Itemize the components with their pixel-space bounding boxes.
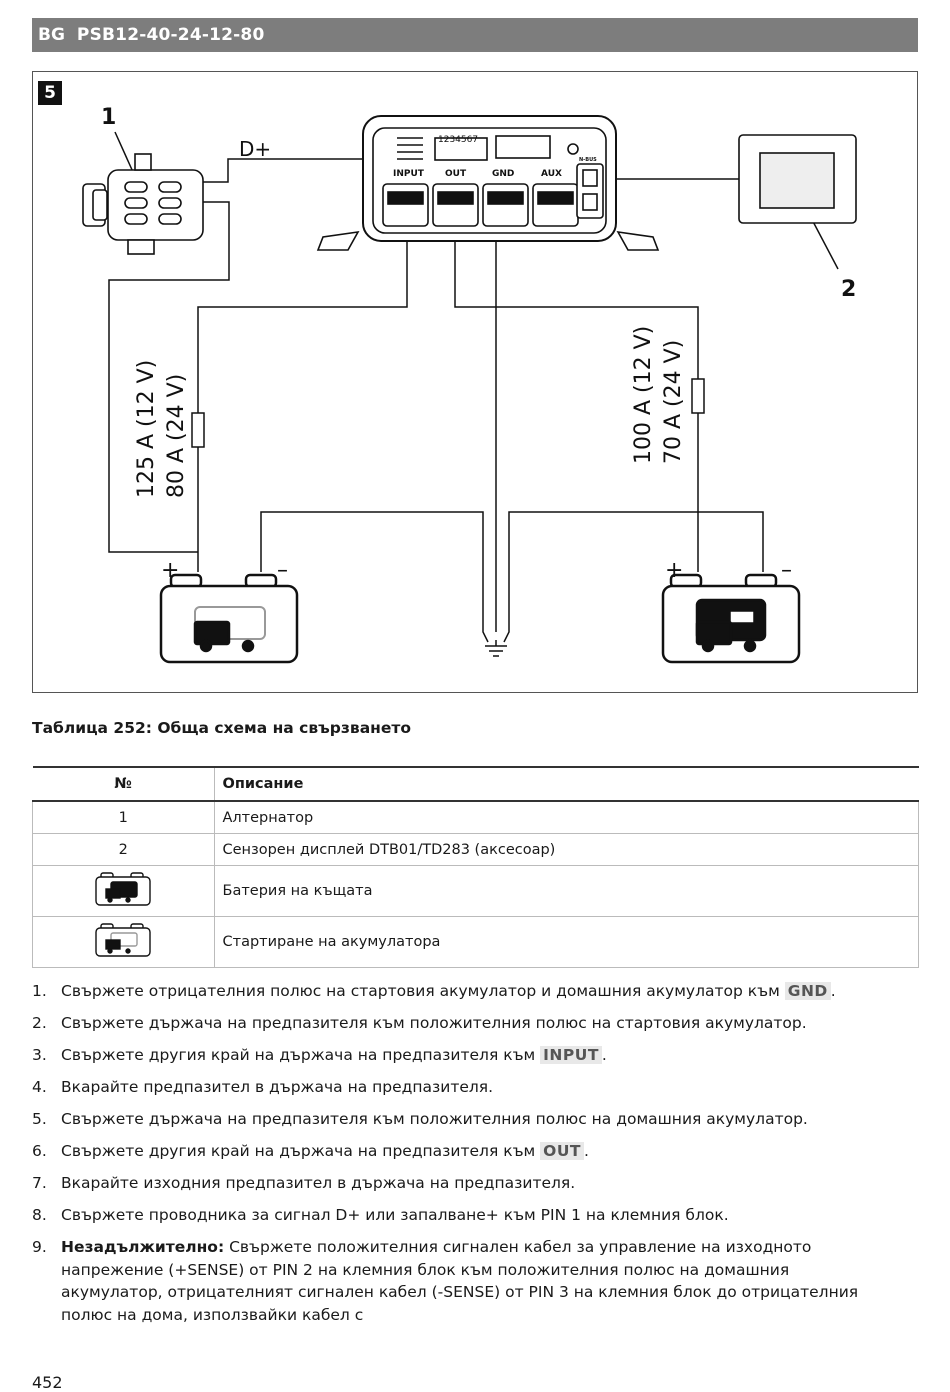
left-fuse-icon: [191, 412, 205, 448]
starter-battery-icon: [95, 923, 151, 957]
list-item: 2.Свържете държача на предпазителя към п…: [32, 1014, 807, 1032]
list-item: 4.Вкарайте предпазител в държача на пред…: [32, 1078, 494, 1096]
table-caption: Таблица 252: Обща схема на свързването: [32, 719, 412, 737]
row-icon-cell: [32, 916, 215, 968]
model-number: PSB12-40-24-12-80: [76, 25, 265, 45]
instruction-steps: 1.Свържете отрицателния полюс на стартов…: [32, 980, 892, 1336]
page-number: 452: [32, 1373, 63, 1392]
page-header: BG PSB12-40-24-12-80: [32, 18, 918, 52]
port-out-label: OUT: [445, 169, 467, 179]
table-row: Стартиране на акумулатора: [32, 916, 919, 968]
right-fuse-rating-12v: 100 A (12 V): [631, 326, 656, 464]
list-item: 7.Вкарайте изходния предпазител в държач…: [32, 1174, 576, 1192]
touch-display-icon: [738, 134, 857, 224]
row-description: Батерия на къщата: [214, 865, 919, 917]
list-item: 6.Свържете другия край на държача на пре…: [32, 1142, 589, 1160]
right-plus-label: +: [665, 558, 683, 583]
table-row: 2 Сензорен дисплей DTB01/TD283 (аксесоар…: [32, 833, 919, 866]
list-item: 9.Незадължително: Свържете положителния …: [32, 1238, 859, 1324]
header-description: Описание: [214, 766, 919, 802]
row-number: 1: [32, 801, 215, 834]
port-input-label: INPUT: [393, 169, 425, 179]
left-fuse-rating-12v: 125 A (12 V): [134, 360, 159, 498]
right-minus-label: –: [781, 558, 792, 583]
table-header-row: № Описание: [32, 766, 919, 802]
port-aux-label: AUX: [541, 169, 562, 179]
dip-switch-numbers: 1234567: [438, 135, 478, 145]
port-gnd-label: GND: [492, 169, 514, 179]
alternator-output-wire: [108, 201, 230, 553]
wiring-diagram-svg: 1 2 D+ 1234567 INPUT OUT GND AUX N-BUS 1…: [82, 105, 857, 664]
list-item: 8.Свържете проводника за сигнал D+ или з…: [32, 1206, 729, 1224]
list-item: 3.Свържете другия край на държача на пре…: [32, 1046, 607, 1064]
optional-label: Незадължително:: [61, 1238, 225, 1256]
language-code: BG: [38, 25, 65, 45]
house-battery-icon: [95, 872, 151, 906]
left-minus-label: –: [277, 558, 288, 583]
row-description: Стартиране на акумулатора: [214, 916, 919, 968]
input-wire: [197, 240, 408, 572]
table-row: 1 Алтернатор: [32, 801, 919, 834]
table-row: Батерия на къщата: [32, 865, 919, 917]
header-number: №: [32, 766, 215, 802]
dplus-wire: [203, 158, 438, 183]
charger-device-icon: [316, 115, 660, 251]
dplus-label: D+: [239, 137, 271, 161]
starter-battery-icon: [159, 573, 299, 664]
row-number: 2: [32, 833, 215, 866]
right-fuse-rating-24v: 70 A (24 V): [661, 340, 686, 464]
wiring-diagram: 1 2 D+ 1234567 INPUT OUT GND AUX N-BUS 1…: [32, 71, 918, 693]
row-description: Алтернатор: [214, 801, 919, 834]
callout-1-label: 1: [101, 105, 116, 130]
terminal-tag-out: OUT: [540, 1142, 584, 1160]
list-item: 1.Свържете отрицателния полюс на стартов…: [32, 982, 836, 1000]
house-battery-icon: [661, 573, 801, 664]
gnd-wire-left: [260, 511, 489, 643]
terminal-tag-gnd: GND: [784, 982, 831, 1000]
row-description: Сензорен дисплей DTB01/TD283 (аксесоар): [214, 833, 919, 866]
nbus-label: N-BUS: [579, 157, 597, 163]
row-icon-cell: [32, 865, 215, 917]
list-item: 5.Свържете държача на предпазителя към п…: [32, 1110, 808, 1128]
left-plus-label: +: [161, 558, 179, 583]
alternator-icon: [82, 153, 204, 255]
terminal-tag-input: INPUT: [540, 1046, 602, 1064]
figure-number: 5: [38, 81, 62, 105]
legend-table: № Описание 1 Алтернатор 2 Сензорен диспл…: [32, 766, 919, 968]
gnd-wire-right: [503, 511, 764, 643]
callout-2-label: 2: [841, 277, 856, 302]
out-wire: [454, 240, 699, 572]
callout-1-leader: [114, 131, 134, 173]
left-fuse-rating-24v: 80 A (24 V): [164, 374, 189, 498]
right-fuse-icon: [691, 378, 705, 414]
